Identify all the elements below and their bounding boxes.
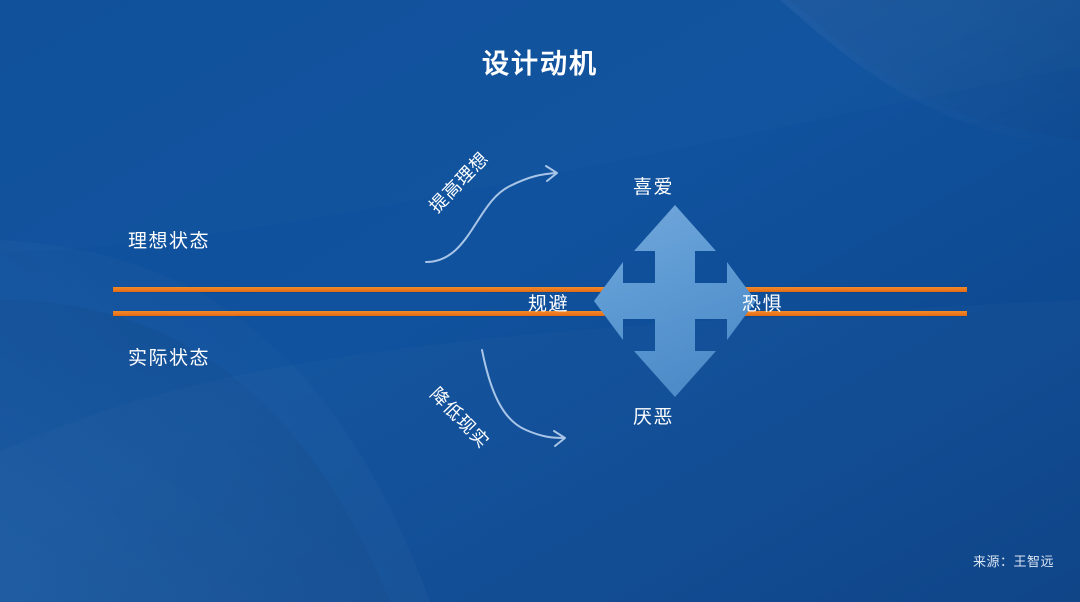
axis-label-left: 规避	[528, 294, 570, 315]
label-actual-state: 实际状态	[128, 348, 211, 369]
label-ideal-state: 理想状态	[128, 231, 211, 252]
axis-label-right: 恐惧	[742, 294, 784, 315]
curved-arrow-down-icon	[481, 349, 566, 447]
page-title: 设计动机	[482, 49, 598, 79]
four-way-arrow-icon	[594, 205, 756, 397]
curved-arrow-up-icon	[425, 165, 558, 263]
axis-label-bottom: 厌恶	[633, 407, 675, 428]
divider-rail-bottom	[113, 311, 967, 316]
divider-rail-top	[113, 287, 967, 292]
axis-label-top: 喜爱	[633, 177, 675, 198]
source-credit: 来源：王智远	[972, 554, 1054, 569]
